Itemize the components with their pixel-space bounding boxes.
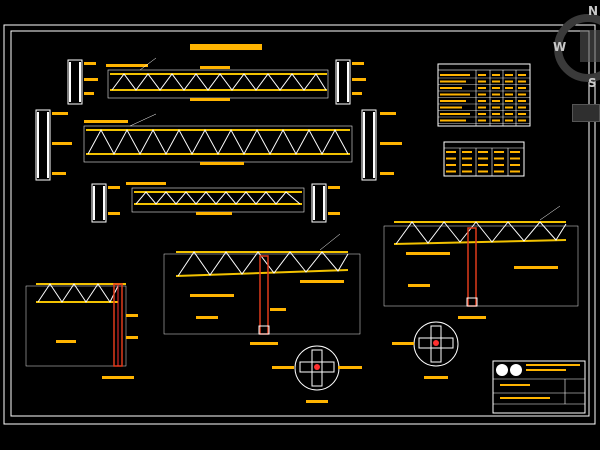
logo-circle-left [496, 364, 508, 376]
compass-south[interactable]: S [588, 76, 597, 90]
sheet-title-bar [190, 44, 262, 50]
compass-north[interactable]: N [588, 4, 599, 18]
title-block [492, 360, 586, 414]
viewcube-compass-icon [554, 14, 600, 82]
outer-frame [3, 24, 596, 425]
inner-frame [10, 30, 590, 417]
frame-elevation-left [25, 283, 138, 379]
truss-elevation-1 [106, 57, 329, 101]
compass-west[interactable]: W [553, 40, 567, 54]
connection-detail-circle-2 [392, 321, 459, 379]
connection-schedule-table [443, 141, 525, 177]
connection-detail-circle-1 [272, 345, 362, 403]
truss-elevation-3 [126, 182, 305, 215]
frame-elevation-right [383, 205, 579, 319]
section-detail-3-right [311, 183, 340, 223]
section-detail-1-left [67, 59, 98, 105]
section-detail-1-right [335, 59, 366, 105]
member-schedule-table [437, 63, 531, 127]
view-control-tab[interactable] [572, 104, 600, 122]
truss-elevation-2 [83, 113, 353, 165]
section-detail-2-left [35, 109, 72, 181]
section-detail-3-left [91, 183, 120, 223]
section-detail-2-right [361, 109, 402, 181]
logo-circle-right [510, 364, 522, 376]
frame-elevation-center [163, 233, 361, 345]
